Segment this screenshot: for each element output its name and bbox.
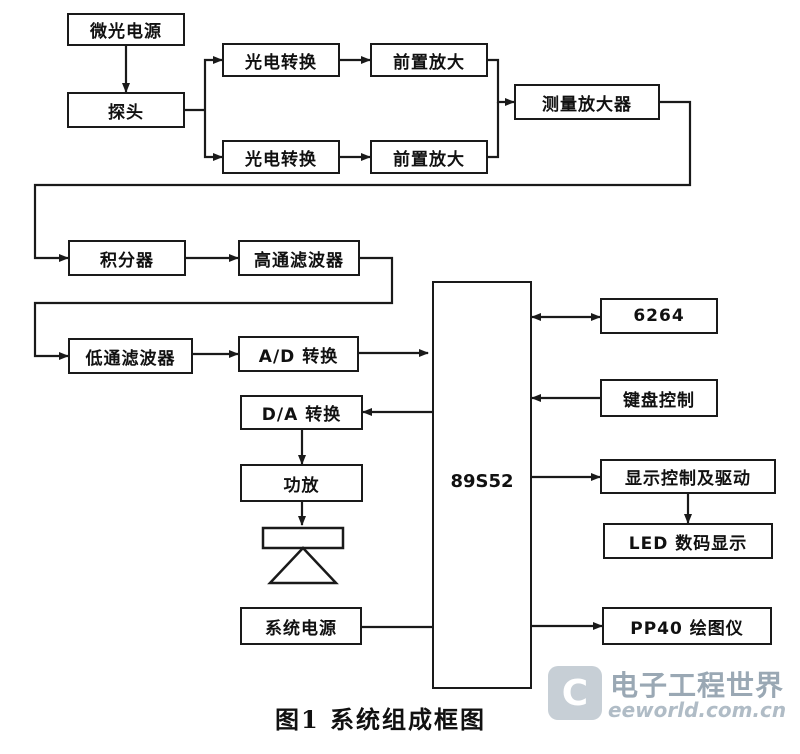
preamp-box-2: 前置放大 [370, 140, 488, 174]
line-preamp1-meas [488, 58, 515, 106]
system-power-box: 系统电源 [240, 607, 362, 645]
da-converter-box: D/A 转换 [240, 395, 363, 430]
preamp-box-1: 前置放大 [370, 43, 488, 77]
ad-converter-box: A/D 转换 [238, 336, 359, 372]
high-pass-filter-box: 高通滤波器 [238, 240, 360, 276]
mcu-89s52-box: 89S52 [432, 281, 532, 689]
probe-box: 探头 [67, 92, 185, 128]
line-hpf-lpf [33, 256, 394, 360]
eeworld-logo-icon: C [548, 666, 602, 720]
low-pass-filter-box: 低通滤波器 [68, 338, 193, 374]
photo-convert-box-2: 光电转换 [222, 140, 340, 174]
ram-6264-box: 6264 [600, 298, 718, 334]
line-meas-integrator [33, 100, 692, 262]
keyboard-control-box: 键盘控制 [600, 379, 718, 417]
mcu-label: 89S52 [450, 471, 514, 492]
integrator-box: 积分器 [68, 240, 186, 276]
power-amp-box: 功放 [240, 464, 363, 502]
watermark-en: eeworld.com.cn [608, 698, 787, 722]
line-split-upper [203, 56, 223, 110]
figure-caption: 图1 系统组成框图 [275, 705, 487, 734]
led-display-box: LED 数码显示 [603, 523, 773, 559]
line-split-lower [203, 110, 223, 161]
measurement-amp-box: 测量放大器 [514, 84, 660, 120]
watermark-cn: 电子工程世界 [610, 669, 785, 702]
plotter-box: PP40 绘图仪 [602, 607, 772, 645]
speaker-icon [261, 526, 345, 585]
display-control-box: 显示控制及驱动 [600, 459, 776, 494]
photo-convert-box-1: 光电转换 [222, 43, 340, 77]
line-preamp2-meas [488, 102, 500, 159]
watermark: C 电子工程世界 eeworld.com.cn [548, 660, 790, 724]
laser-power-box: 微光电源 [67, 13, 185, 46]
